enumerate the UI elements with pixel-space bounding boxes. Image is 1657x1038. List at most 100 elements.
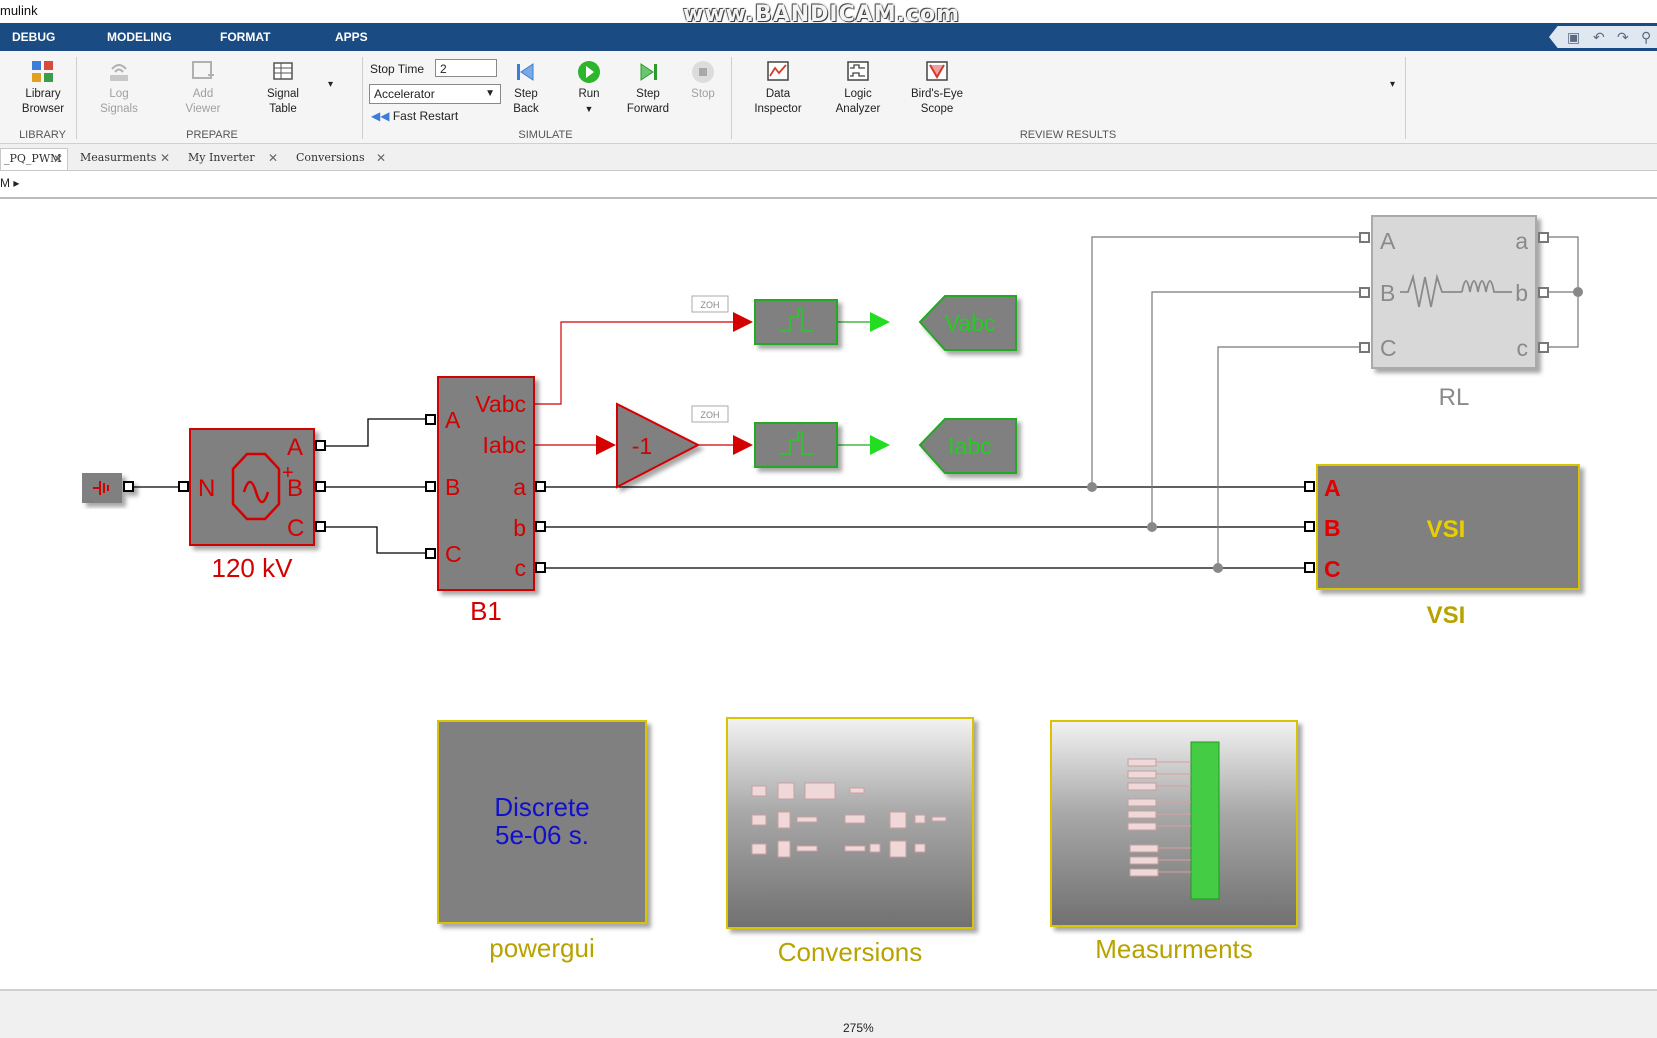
b1-output-vabc: Vabc bbox=[475, 391, 526, 417]
tab-my-inverter[interactable]: My Inverter ✕ bbox=[180, 148, 282, 170]
watermark: www.BANDICAM.com bbox=[683, 2, 961, 27]
simulation-mode-select[interactable]: Accelerator ▼ bbox=[369, 84, 501, 104]
inductor-icon bbox=[1461, 280, 1512, 293]
save-icon[interactable]: ▣ bbox=[1567, 29, 1581, 45]
log-signals-button[interactable]: Log Signals bbox=[91, 59, 147, 117]
step-forward-button[interactable]: Step Forward bbox=[622, 59, 674, 117]
library-browser-icon bbox=[32, 61, 53, 82]
rl-load-block[interactable]: A B C a b c RL bbox=[1371, 215, 1537, 411]
logic-analyzer-label: Logic Analyzer bbox=[835, 88, 881, 115]
run-label: Run bbox=[578, 88, 600, 100]
close-icon[interactable]: ✕ bbox=[375, 151, 386, 165]
powergui-line1: Discrete bbox=[494, 792, 589, 822]
source-name: 120 kV bbox=[212, 553, 294, 583]
zoh-block-vabc[interactable] bbox=[754, 299, 838, 345]
simulation-mode-value: Accelerator bbox=[374, 87, 435, 101]
tab-debug[interactable]: DEBUG bbox=[12, 30, 56, 44]
status-bar: 275% bbox=[0, 989, 1657, 1038]
search-icon[interactable]: ⚲ bbox=[1641, 29, 1652, 45]
prepare-expand-icon[interactable]: ▾ bbox=[328, 79, 334, 90]
conversions-subsystem-block[interactable]: Conversions bbox=[726, 717, 974, 967]
step-back-icon bbox=[517, 63, 534, 81]
review-results-group: Data Inspector Logic Analyzer Bird's-Eye… bbox=[732, 57, 1404, 143]
vsi-port-b: B bbox=[1324, 515, 1341, 541]
simulate-group-label: SIMULATE bbox=[518, 129, 573, 141]
quick-access-toolbar: ▣ ↶ ↷ ⚲ bbox=[1549, 26, 1657, 48]
b1-output-b: b bbox=[513, 515, 526, 541]
toolstrip: Library Browser LIBRARY Log Signals Add … bbox=[0, 51, 1657, 144]
review-expand-icon[interactable]: ▾ bbox=[1390, 79, 1396, 90]
undo-icon[interactable]: ↶ bbox=[1593, 29, 1605, 45]
library-browser-button[interactable]: Library Browser bbox=[14, 59, 72, 117]
wires bbox=[130, 418, 1310, 569]
tab-format[interactable]: FORMAT bbox=[220, 30, 271, 44]
breadcrumb: M ▸ bbox=[0, 171, 1657, 199]
vsi-ports bbox=[1304, 481, 1315, 573]
step-back-label: Step Back bbox=[513, 88, 539, 115]
close-icon[interactable]: ✕ bbox=[267, 151, 278, 165]
model-canvas[interactable]: N + A B C 120 kV A B C Vabc Iabc a b c B… bbox=[0, 199, 1657, 989]
tab-modeling[interactable]: MODELING bbox=[107, 30, 172, 44]
log-signals-icon bbox=[110, 64, 128, 81]
resistor-icon bbox=[1400, 273, 1462, 308]
logic-analyzer-button[interactable]: Logic Analyzer bbox=[828, 59, 888, 117]
tab-pq-pwm[interactable]: _PQ_PWM✕ bbox=[0, 148, 68, 170]
zoh-block-iabc[interactable] bbox=[754, 422, 838, 468]
birds-eye-scope-button[interactable]: Bird's-Eye Scope bbox=[904, 59, 970, 117]
redo-icon[interactable]: ↷ bbox=[1617, 29, 1629, 45]
signal-table-label: Signal Table bbox=[267, 88, 299, 115]
rl-output-b: b bbox=[1515, 280, 1528, 306]
close-icon[interactable]: ✕ bbox=[159, 151, 170, 165]
vsi-block[interactable]: A B C VSI VSI bbox=[1316, 464, 1580, 629]
ground-block[interactable] bbox=[82, 473, 134, 503]
run-button[interactable]: Run ▼ bbox=[567, 59, 611, 117]
wire-c bbox=[320, 526, 431, 554]
birds-eye-scope-icon bbox=[926, 61, 948, 81]
source-port-b: B bbox=[287, 475, 303, 502]
tab-my-inverter-label: My Inverter bbox=[188, 151, 255, 164]
goto-vabc-block[interactable]: Vabc bbox=[918, 295, 1017, 351]
step-back-button[interactable]: Step Back bbox=[504, 59, 548, 117]
powergui-block[interactable]: Discrete 5e-06 s. powergui bbox=[437, 720, 647, 963]
vsi-title: VSI bbox=[1427, 516, 1466, 543]
b1-input-b: B bbox=[445, 474, 460, 500]
measurments-preview-icon bbox=[1127, 741, 1220, 900]
source-port-a: A bbox=[287, 434, 303, 461]
data-inspector-button[interactable]: Data Inspector bbox=[748, 59, 808, 117]
close-icon[interactable]: ✕ bbox=[52, 152, 63, 166]
chevron-down-icon: ▼ bbox=[485, 88, 495, 99]
goto-iabc-label: Iabc bbox=[948, 433, 991, 459]
add-viewer-label: Add Viewer bbox=[185, 88, 221, 115]
add-viewer-button[interactable]: Add Viewer bbox=[175, 59, 231, 117]
powergui-line2: 5e-06 s. bbox=[495, 820, 589, 850]
step-forward-icon bbox=[640, 63, 657, 81]
add-viewer-icon bbox=[192, 61, 214, 79]
run-dropdown-icon[interactable]: ▼ bbox=[584, 104, 594, 114]
measurement-b1-block[interactable]: A B C Vabc Iabc a b c B1 bbox=[437, 376, 535, 626]
fast-restart-toggle[interactable]: ◀◀ Fast Restart bbox=[371, 109, 458, 123]
measurments-subsystem-block[interactable]: Measurments bbox=[1050, 720, 1298, 964]
tab-conversions[interactable]: Conversions✕ bbox=[288, 148, 390, 170]
goto-iabc-block[interactable]: Iabc bbox=[918, 418, 1017, 474]
signal-table-button[interactable]: Signal Table bbox=[255, 59, 311, 117]
wire-a bbox=[320, 418, 431, 447]
library-group: Library Browser LIBRARY bbox=[10, 57, 75, 143]
review-group-label: REVIEW RESULTS bbox=[1019, 129, 1117, 141]
tab-measurments[interactable]: Measurments✕ bbox=[72, 148, 174, 170]
stop-time-input[interactable]: 2 bbox=[435, 59, 497, 77]
vsi-name: VSI bbox=[1427, 602, 1466, 629]
breadcrumb-item[interactable]: M ▸ bbox=[0, 176, 19, 190]
powergui-name: powergui bbox=[489, 933, 595, 963]
three-phase-source-block[interactable]: N + A B C 120 kV bbox=[189, 428, 315, 583]
logic-analyzer-icon bbox=[847, 61, 869, 81]
wire-junctions bbox=[1087, 287, 1583, 573]
zoom-level: 275% bbox=[843, 1021, 874, 1035]
source-port-c: C bbox=[287, 515, 304, 542]
fast-restart-label: Fast Restart bbox=[392, 109, 459, 123]
stop-button[interactable]: Stop bbox=[683, 59, 723, 102]
menu-strip: DEBUG MODELING FORMAT APPS ▣ ↶ ↷ ⚲ bbox=[0, 23, 1657, 51]
tab-apps[interactable]: APPS bbox=[335, 30, 368, 44]
gain-block[interactable]: -1 bbox=[616, 402, 701, 489]
conversions-name: Conversions bbox=[778, 937, 923, 967]
model-tab-bar: _PQ_PWM✕ Measurments✕ My Inverter ✕ Conve… bbox=[0, 144, 1657, 171]
